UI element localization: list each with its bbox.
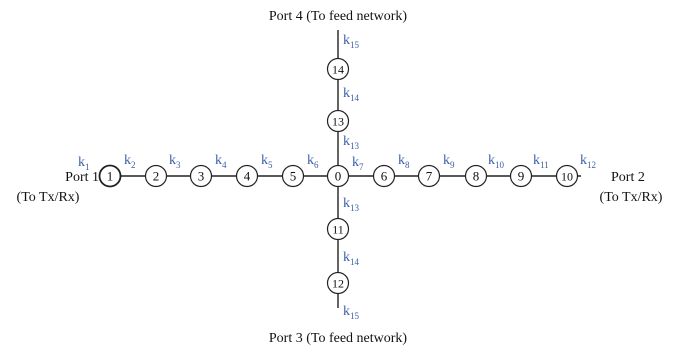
coupling-label-k14-bottom: k14 — [343, 250, 360, 267]
resonator-label-12: 12 — [332, 277, 344, 291]
coupling-label-k7: k7 — [352, 155, 364, 172]
resonator-node-4: 4 — [235, 164, 259, 188]
resonator-node-9: 9 — [509, 164, 533, 188]
resonator-node-2: 2 — [144, 164, 168, 188]
resonator-node-12: 12 — [326, 271, 350, 295]
coupling-label-k6: k6 — [307, 153, 319, 170]
coupling-label-k13-bottom: k13 — [343, 196, 360, 213]
resonator-label-9: 9 — [518, 169, 525, 184]
resonator-label-6: 6 — [381, 169, 388, 184]
resonator-label-2: 2 — [153, 169, 160, 184]
coupling-label-k2: k2 — [124, 153, 136, 170]
resonator-label-14: 14 — [332, 63, 344, 77]
resonator-label-10: 10 — [561, 170, 573, 184]
coupling-label-k13-top: k13 — [343, 134, 360, 151]
resonator-node-13: 13 — [326, 109, 350, 133]
port-2-label: Port 2 — [611, 170, 645, 185]
coupling-label-k15-top: k15 — [343, 33, 360, 50]
coupling-label-k3: k3 — [169, 153, 181, 170]
resonator-label-7: 7 — [426, 169, 433, 184]
port-3-label: Port 3 (To feed network) — [269, 331, 408, 346]
coupling-label-k10: k10 — [488, 153, 505, 170]
resonator-node-3: 3 — [189, 164, 213, 188]
coupling-label-k5: k5 — [261, 153, 273, 170]
port-2-note: (To Tx/Rx) — [600, 190, 663, 205]
resonator-node-10: 10 — [555, 164, 579, 188]
resonator-node-1: 1 — [98, 164, 122, 188]
coupling-label-k8: k8 — [398, 153, 410, 170]
resonator-node-7: 7 — [417, 164, 441, 188]
resonator-node-6: 6 — [372, 164, 396, 188]
coupling-label-k1: k1 — [78, 155, 90, 172]
resonator-node-0: 0 — [326, 164, 350, 188]
resonator-label-4: 4 — [244, 169, 251, 184]
port-1-label: Port 1 — [65, 170, 99, 185]
resonator-label-0: 0 — [335, 169, 342, 184]
coupling-label-k11: k11 — [533, 153, 549, 170]
resonator-label-3: 3 — [198, 169, 205, 184]
resonator-node-14: 14 — [326, 57, 350, 81]
resonator-label-11: 11 — [332, 223, 344, 237]
coupling-label-k9: k9 — [443, 153, 455, 170]
coupling-label-k15-bottom: k15 — [343, 304, 360, 321]
port-1-note: (To Tx/Rx) — [17, 190, 80, 205]
coupling-label-k4: k4 — [215, 153, 227, 170]
resonator-label-1: 1 — [107, 169, 114, 184]
port-4-label: Port 4 (To feed network) — [269, 9, 408, 24]
resonator-node-11: 11 — [326, 217, 350, 241]
coupling-label-k12: k12 — [580, 153, 596, 170]
coupling-label-k14-top: k14 — [343, 86, 360, 103]
resonator-label-8: 8 — [473, 169, 480, 184]
resonator-label-13: 13 — [332, 115, 344, 129]
resonator-node-8: 8 — [464, 164, 488, 188]
resonator-label-5: 5 — [290, 169, 297, 184]
resonator-node-5: 5 — [281, 164, 305, 188]
